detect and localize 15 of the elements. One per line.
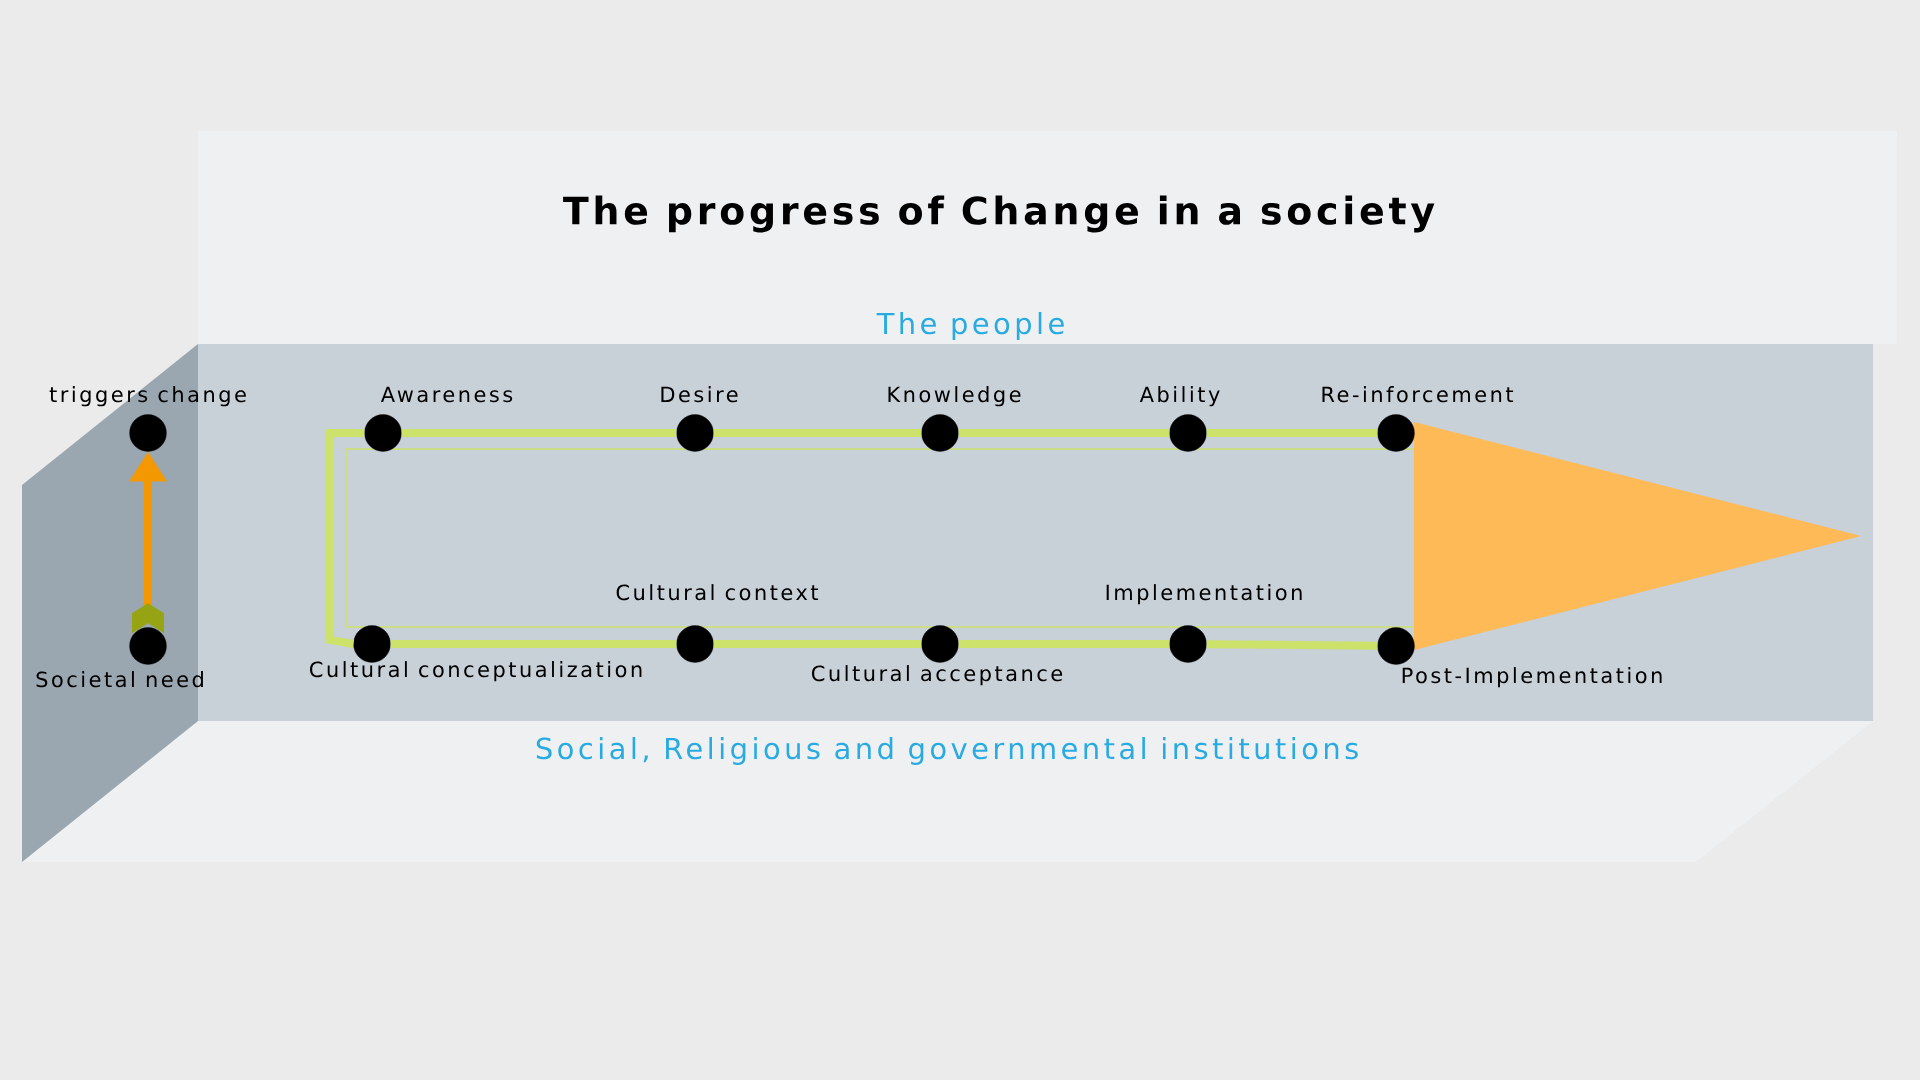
band-label: Social, Religious and governmental institutions [536,737,1358,765]
dot-label: Societal need [36,671,203,688]
dot-label: Cultural context [616,584,819,601]
dot-label: Ability [1139,386,1220,407]
dot-label: Cultural conceptualization [310,661,642,682]
dot-label: Re-inforcement [1322,386,1514,403]
dot-label: Desire [661,386,738,403]
dot-label: Implementation [1106,584,1302,605]
band-label: The people [876,312,1064,340]
title: The progress of Change in a society [563,195,1435,233]
dot-label: Awareness [380,386,513,403]
dot-label: triggers change [49,386,246,407]
dot-label: Cultural acceptance [812,665,1063,686]
dot-label: Knowledge [888,386,1021,407]
dot-label: Post-Implementation [1402,667,1662,688]
